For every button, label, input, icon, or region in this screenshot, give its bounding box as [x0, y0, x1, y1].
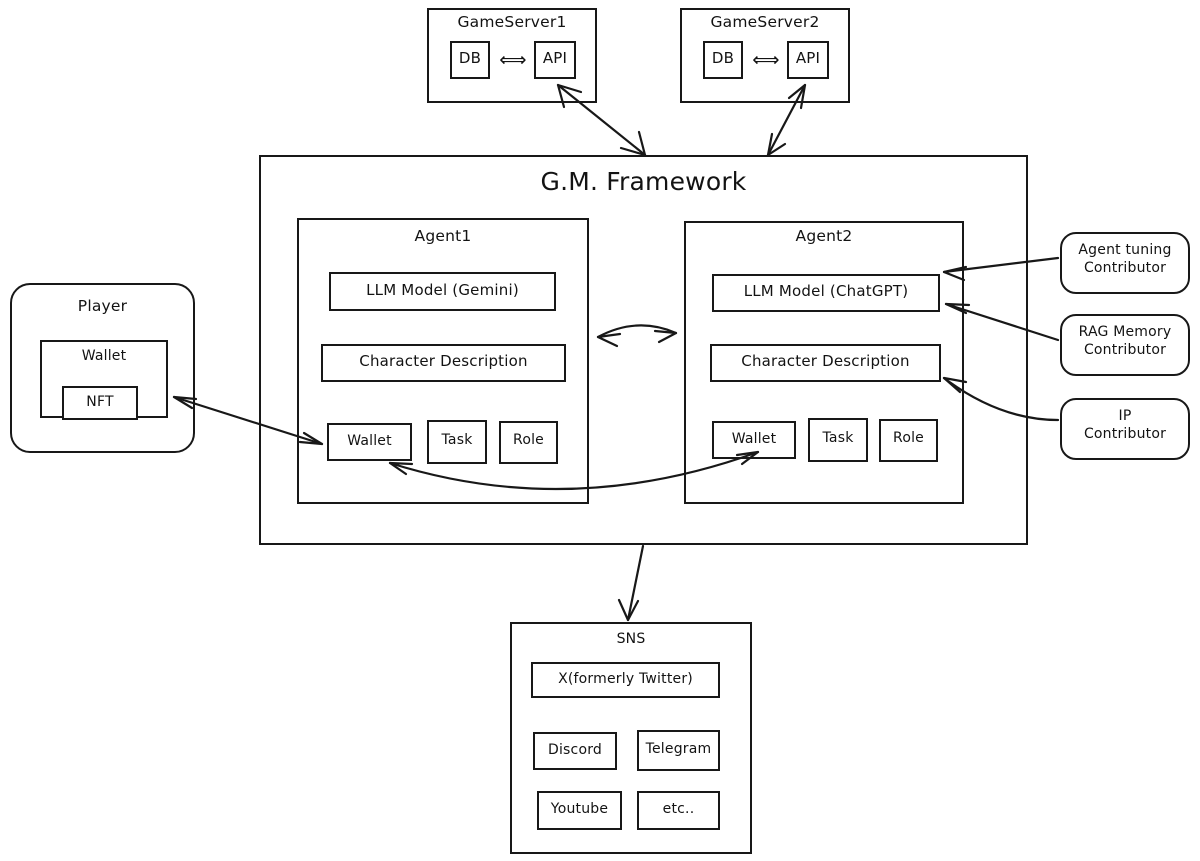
contributor-agent-tuning-box[interactable]: [1060, 232, 1190, 294]
gameserver1-title: GameServer1: [457, 13, 567, 31]
agent1-slot-task-label: Task: [441, 432, 473, 448]
agent2-slot-task-label: Task: [822, 430, 854, 446]
agent1-character-description-label: Character Description: [359, 352, 528, 370]
agent1-slot-wallet-label: Wallet: [347, 433, 392, 449]
sns-platform-etc-box[interactable]: [637, 791, 720, 830]
player-wallet-title: Wallet: [81, 348, 127, 364]
arrow-framework-sns: [617, 544, 645, 622]
player-nft-label: NFT: [86, 394, 114, 410]
agent1-llm-model-box[interactable]: [329, 272, 556, 311]
sns-platform-discord-label: Discord: [547, 742, 603, 758]
sns-platform-telegram-label: Telegram: [645, 741, 712, 757]
gm-framework-title: G.M. Framework: [540, 167, 747, 196]
player-nft-box[interactable]: [62, 386, 138, 420]
gameserver2-db-label: DB: [711, 49, 735, 67]
sns-platform-telegram-box[interactable]: [637, 730, 720, 771]
agent2-title: Agent2: [795, 227, 853, 245]
contributor-rag-memory-box[interactable]: [1060, 314, 1190, 376]
agent1-llm-model-label: LLM Model (Gemini): [366, 281, 519, 299]
gameserver1-db-box[interactable]: [450, 41, 490, 79]
sns-platform-youtube-label: Youtube: [550, 801, 609, 817]
agent2-slot-task-box[interactable]: [808, 418, 868, 462]
agent1-slot-role-label: Role: [513, 432, 544, 448]
sns-title: SNS: [616, 631, 646, 647]
agent1-slot-wallet-box[interactable]: [327, 423, 412, 461]
agent2-character-description-label: Character Description: [741, 352, 910, 370]
gameserver1-db-label: DB: [458, 49, 482, 67]
contributor-ip-box[interactable]: [1060, 398, 1190, 460]
gameserver2-link-icon: ⟺: [752, 49, 780, 71]
sns-platform-youtube-box[interactable]: [537, 791, 622, 830]
agent1-title: Agent1: [414, 227, 472, 245]
gameserver1-link-icon: ⟺: [499, 49, 527, 71]
gameserver1-api-label: API: [542, 49, 568, 67]
gameserver2-api-box[interactable]: [787, 41, 829, 79]
agent2-character-description-box[interactable]: [710, 344, 941, 382]
gameserver2-db-box[interactable]: [703, 41, 743, 79]
sns-platform-discord-box[interactable]: [533, 732, 617, 770]
contributor-rag-memory-label: RAG Memory Contributor: [1078, 324, 1172, 358]
agent2-llm-model-label: LLM Model (ChatGPT): [743, 282, 909, 300]
contributor-agent-tuning-label: Agent tuning Contributor: [1078, 242, 1172, 276]
agent2-llm-model-box[interactable]: [712, 274, 940, 312]
gameserver1-api-box[interactable]: [534, 41, 576, 79]
sns-primary-platform-box[interactable]: [531, 662, 720, 698]
agent2-slot-wallet-label: Wallet: [731, 431, 777, 447]
contributor-ip-label: IP Contributor: [1083, 408, 1167, 442]
agent2-slot-role-box[interactable]: [879, 419, 938, 462]
sns-primary-platform-label: X(formerly Twitter): [558, 671, 693, 687]
gameserver2-title: GameServer2: [710, 13, 820, 31]
gameserver2-api-label: API: [795, 49, 821, 67]
player-title: Player: [77, 297, 128, 315]
sns-platform-etc-label: etc..: [662, 801, 695, 817]
agent1-character-description-box[interactable]: [321, 344, 566, 382]
agent2-slot-role-label: Role: [893, 430, 924, 446]
